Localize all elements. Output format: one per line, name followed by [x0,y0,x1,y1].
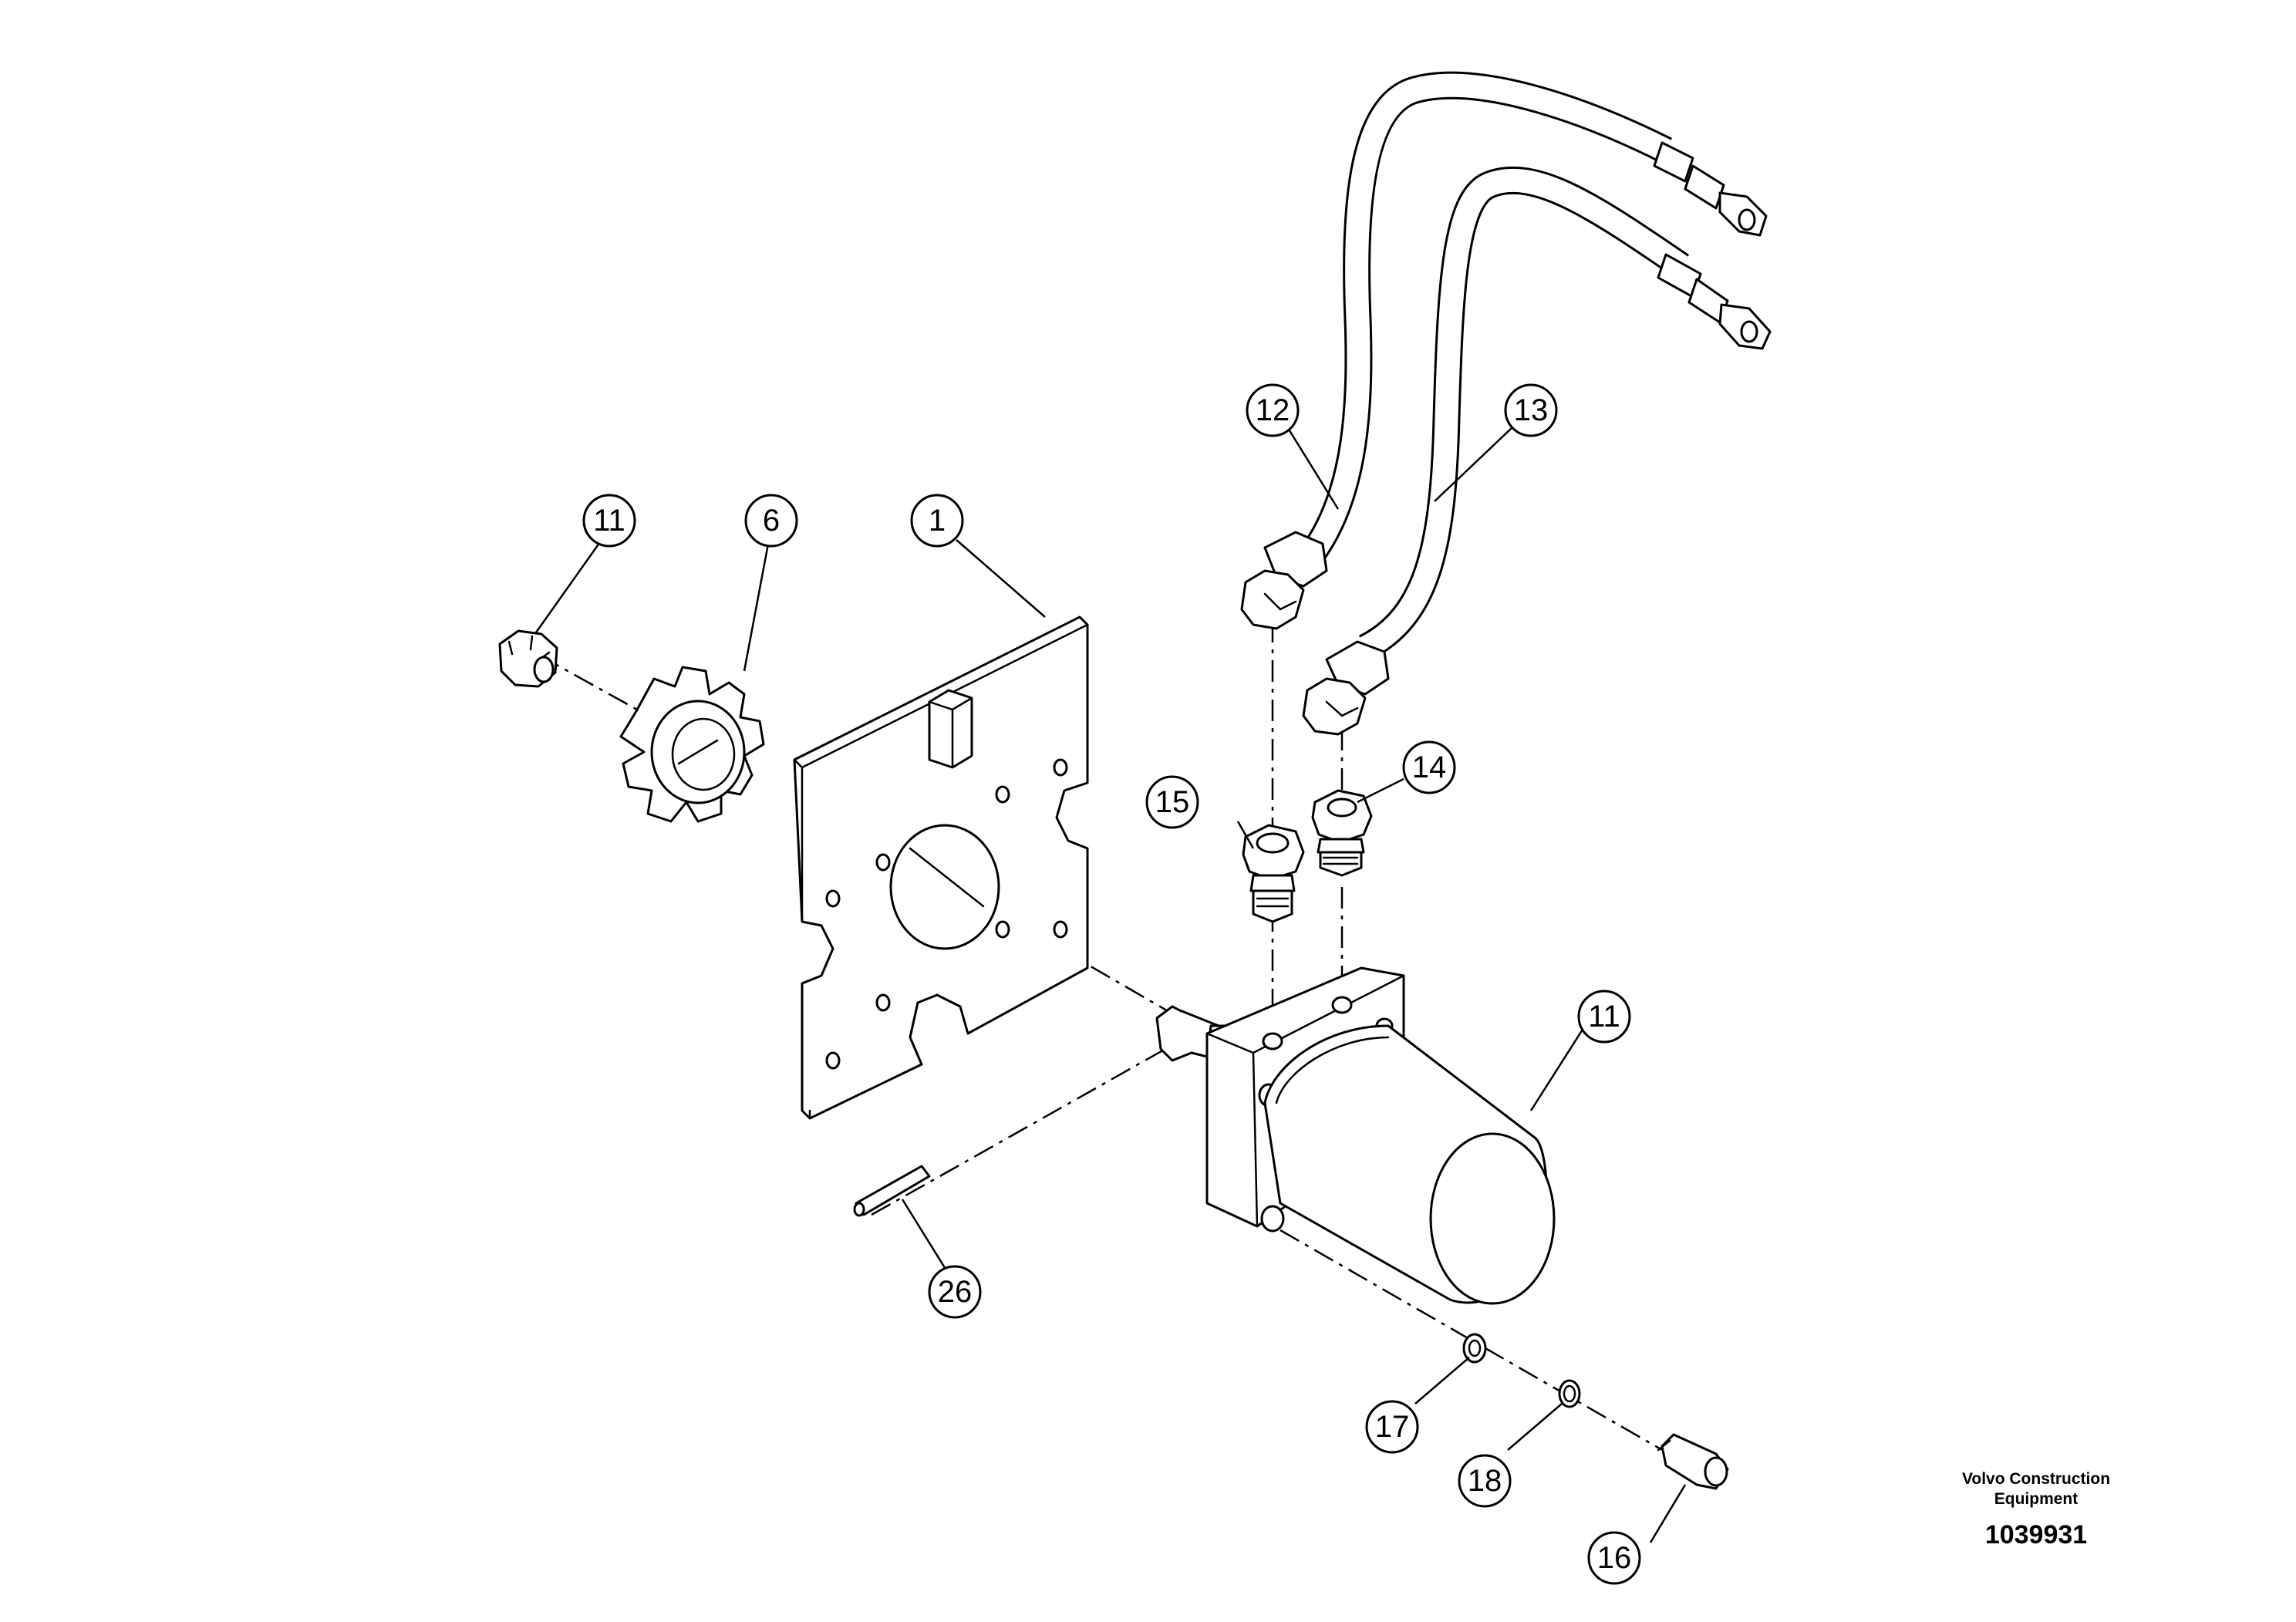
callout-label: 13 [1514,393,1549,427]
callout-label: 12 [1256,393,1290,427]
drawing-footer: Volvo Construction Equipment 1039931 [1928,1469,2144,1550]
callout-label: 11 [1588,1000,1620,1034]
drawing-number: 1039931 [1984,1520,2088,1549]
castle-nut-part [498,629,558,688]
leader-lines [534,427,1687,1543]
mounting-plate-part [793,615,1089,1120]
callout-label: 11 [593,504,625,538]
callout-label: 17 [1375,1410,1410,1444]
pin-part [853,1165,931,1217]
brand-line-2: Equipment [1994,1490,2079,1508]
callout-11-nut: 11 [582,494,636,548]
brand-line-1: Volvo Construction [1961,1470,2111,1488]
callout-label: 26 [938,1275,973,1309]
sprocket-part [619,666,765,823]
callout-label: 18 [1468,1464,1502,1498]
callout-12: 12 [1246,383,1300,437]
callout-label: 14 [1412,750,1447,784]
hose-12-part [1240,71,1768,630]
callout-26: 26 [928,1265,982,1319]
callout-label: 1 [929,504,946,538]
hose-13-part [1302,166,1772,736]
fitting-14-part [1311,789,1373,877]
hydraulic-motor-part [1155,966,1556,1305]
callout-18: 18 [1458,1454,1512,1508]
fitting-15-part [1242,824,1305,923]
callout-1: 1 [910,494,964,548]
bolt-part [1657,1433,1729,1490]
callout-11-motor: 11 [1577,990,1631,1044]
callout-13: 13 [1504,383,1558,437]
washer-17-part [1462,1333,1487,1364]
callout-14: 14 [1402,740,1456,794]
washer-18-part [1558,1379,1581,1408]
callout-16: 16 [1587,1531,1641,1585]
callout-label: 16 [1597,1541,1632,1575]
callout-15: 15 [1145,775,1199,829]
callout-6: 6 [744,494,798,548]
callout-label: 15 [1155,785,1190,819]
callout-label: 6 [763,504,780,538]
callout-17: 17 [1365,1400,1419,1454]
